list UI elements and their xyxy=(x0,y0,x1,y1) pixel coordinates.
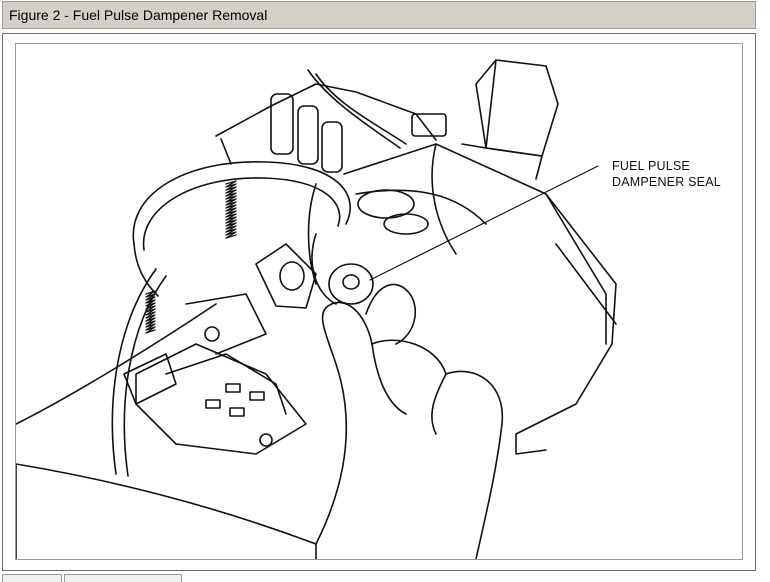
callout-label: FUEL PULSE DAMPENER SEAL xyxy=(612,158,721,190)
bottom-tab-2 xyxy=(64,574,182,582)
dampener-seal xyxy=(328,263,374,305)
fuel-pump-cylinder xyxy=(307,143,617,455)
bottom-tab-1 xyxy=(2,574,62,582)
pump-housing-top xyxy=(215,69,447,173)
figure-title: Figure 2 - Fuel Pulse Dampener Removal xyxy=(9,7,268,23)
sender-bracket xyxy=(123,293,307,455)
fuel-pump-line-drawing xyxy=(16,59,617,559)
coil-springs xyxy=(145,180,237,334)
callout-label-line-1: FUEL PULSE xyxy=(612,159,690,173)
electrical-connector xyxy=(461,59,559,180)
pulse-dampener xyxy=(255,243,317,309)
figure-illustration-area: FUEL PULSE DAMPENER SEAL xyxy=(15,43,743,560)
callout-label-line-2: DAMPENER SEAL xyxy=(612,175,721,189)
figure-header: Figure 2 - Fuel Pulse Dampener Removal xyxy=(2,1,756,29)
technician-hand xyxy=(16,283,504,559)
figure-frame: FUEL PULSE DAMPENER SEAL xyxy=(2,33,756,571)
callout-leader-line xyxy=(369,165,599,281)
bottom-strip xyxy=(2,574,756,582)
